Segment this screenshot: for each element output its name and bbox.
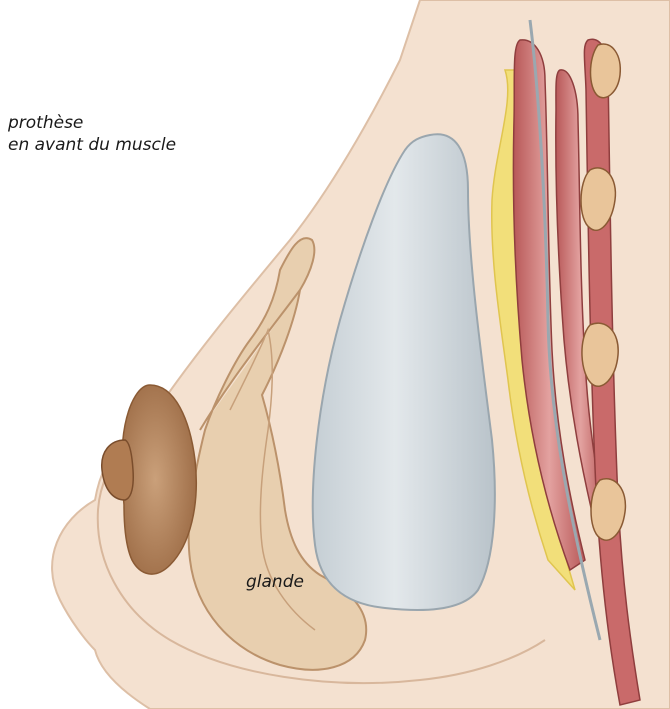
rib bbox=[591, 44, 621, 98]
implant-label-line2: en avant du muscle bbox=[8, 134, 176, 156]
gland-label: glande bbox=[246, 571, 304, 593]
implant-label: prothèse en avant du muscle bbox=[8, 112, 176, 156]
implant-label-line1: prothèse bbox=[8, 112, 176, 134]
